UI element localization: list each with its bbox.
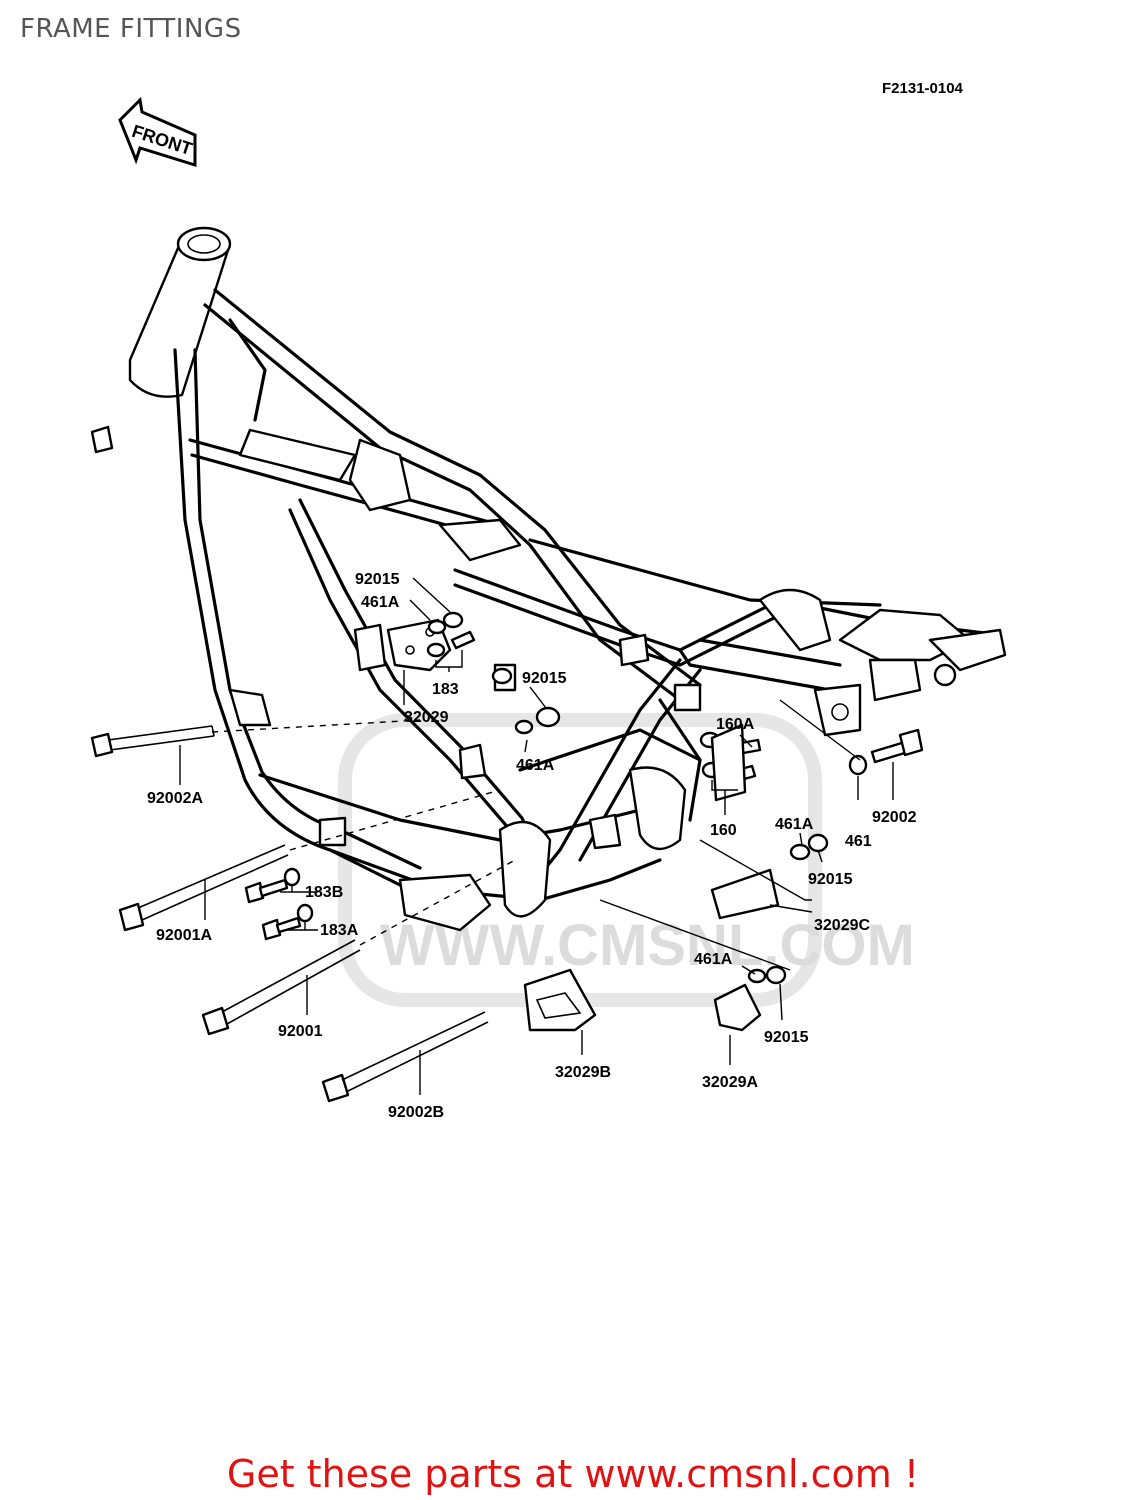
label-92002B: 92002B	[388, 1104, 444, 1121]
frame-center-plate	[348, 438, 412, 512]
label-183: 183	[432, 681, 459, 698]
label-92015-upper: 92015	[355, 571, 400, 588]
bracket-32029A	[713, 983, 762, 1032]
label-92001: 92001	[278, 1023, 323, 1040]
bolt-92001	[201, 939, 361, 1036]
label-461A-lower: 461A	[694, 951, 733, 968]
label-32029C: 32029C	[814, 917, 870, 934]
fitting-parts	[90, 425, 924, 1103]
motorcycle-frame	[128, 226, 1007, 932]
label-160: 160	[710, 822, 737, 839]
rear-end-bracket	[928, 628, 1007, 672]
label-92015-right: 92015	[808, 871, 853, 888]
bracket-32029C	[710, 868, 780, 920]
front-arrow-icon: FRONT	[118, 96, 197, 168]
lower-engine-mount	[498, 820, 552, 918]
label-32029: 32029	[404, 709, 449, 726]
label-461A-center: 461A	[516, 757, 555, 774]
frame-fittings-diagram: WWW.CMSNL.COM FRONT	[90, 96, 1007, 1121]
parts-cta-link[interactable]: Get these parts at www.cmsnl.com !	[226, 1452, 920, 1496]
label-461A-right: 461A	[775, 816, 814, 833]
steering-head	[128, 237, 230, 398]
frame-mount-plate	[438, 518, 522, 562]
bolt-92001A	[118, 844, 289, 932]
steering-head-top	[176, 226, 232, 262]
label-461A-upper: 461A	[361, 594, 400, 611]
label-183A: 183A	[320, 922, 359, 939]
bolt-92002A	[90, 425, 215, 758]
label-32029A: 32029A	[702, 1074, 758, 1091]
swingarm-mount	[813, 683, 862, 737]
rear-shock-mount	[868, 658, 922, 702]
label-32029B: 32029B	[555, 1064, 611, 1081]
rear-engine-mount	[628, 766, 687, 850]
bolt-92002B	[321, 1011, 489, 1103]
label-183B: 183B	[305, 884, 343, 901]
leader-lines	[179, 577, 894, 1095]
front-engine-mount	[398, 873, 492, 932]
rear-subframe	[758, 588, 832, 652]
label-92015-lower: 92015	[764, 1029, 809, 1046]
frame-gusset	[238, 428, 357, 482]
label-92002A: 92002A	[147, 790, 203, 807]
part-labels: 92015 461A 183 32029 92015 461A 160A 160…	[147, 571, 917, 1121]
page-title: FRAME FITTINGS	[20, 14, 242, 44]
label-92002: 92002	[872, 809, 917, 826]
label-92001A: 92001A	[156, 927, 212, 944]
label-92015-center: 92015	[522, 670, 567, 687]
bracket-32029B	[523, 968, 597, 1032]
label-461: 461	[845, 833, 872, 850]
watermark: WWW.CMSNL.COM	[338, 713, 915, 1007]
label-160A: 160A	[716, 716, 755, 733]
diagram-code: F2131-0104	[882, 80, 963, 97]
